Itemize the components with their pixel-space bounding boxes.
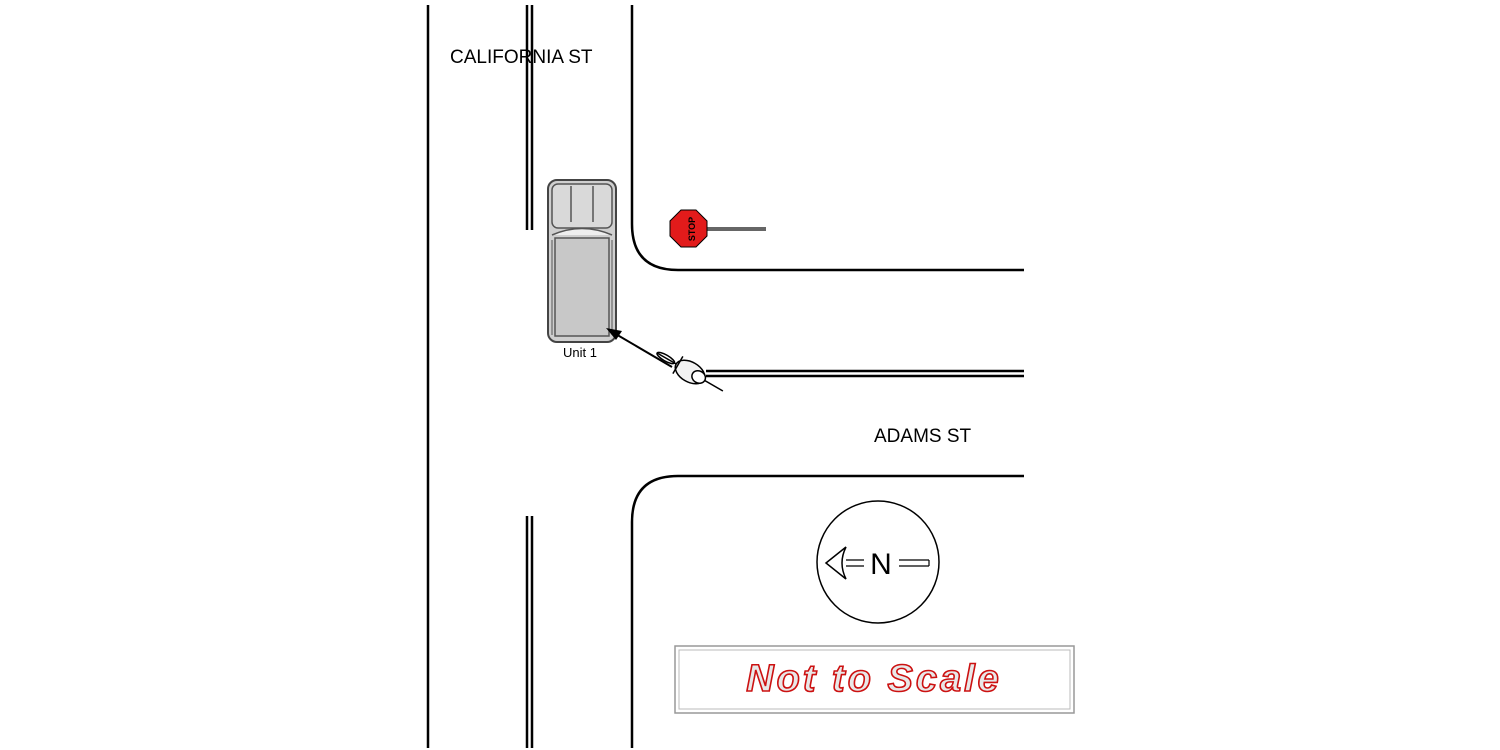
scale-note-text: Not to Scale bbox=[746, 658, 1002, 700]
stop-sign-text: STOP bbox=[687, 217, 697, 241]
northeast-curb bbox=[630, 5, 1024, 272]
vehicle-label: Unit 1 bbox=[563, 345, 597, 360]
southeast-curb bbox=[630, 474, 1024, 748]
car-icon bbox=[547, 179, 617, 343]
scale-note: Not to Scale bbox=[674, 645, 1075, 714]
road-lines bbox=[426, 5, 1024, 748]
stop-sign-octagon bbox=[669, 209, 708, 248]
adams-street-label: ADAMS ST bbox=[874, 426, 972, 447]
north-letter: N bbox=[870, 548, 892, 581]
california-street-label: CALIFORNIA ST bbox=[450, 47, 593, 68]
north-arrow-icon bbox=[816, 500, 940, 624]
bicycle-icon bbox=[656, 351, 724, 392]
impact-arrow-icon bbox=[606, 328, 673, 368]
stop-sign-icon: STOP bbox=[669, 209, 766, 248]
